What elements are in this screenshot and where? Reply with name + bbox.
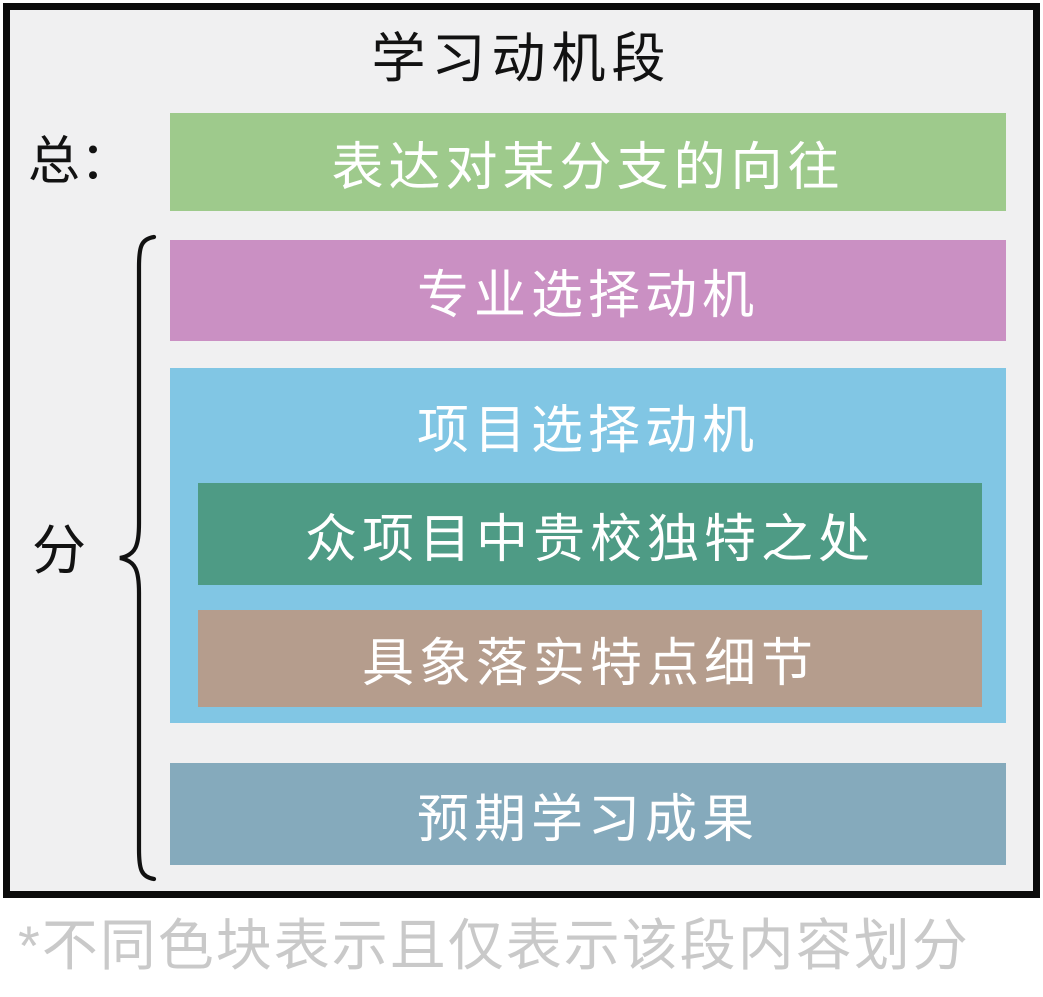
block-concrete-details: 具象落实特点细节 (198, 610, 982, 707)
block-program-motivation: 项目选择动机 众项目中贵校独特之处 具象落实特点细节 (170, 368, 1006, 723)
detail-label: 分 (32, 521, 86, 581)
general-label: 总： (28, 133, 133, 191)
block-school-uniqueness: 众项目中贵校独特之处 (198, 483, 982, 585)
block-major-motivation: 专业选择动机 (170, 240, 1006, 341)
footnote: *不同色块表示且仅表示该段内容划分 (18, 914, 970, 977)
diagram-title: 学习动机段 (371, 29, 672, 89)
block-overall-yearning: 表达对某分支的向往 (170, 113, 1006, 211)
curly-brace-icon (119, 234, 157, 882)
block-program-motivation-label: 项目选择动机 (416, 402, 759, 460)
block-expected-outcomes: 预期学习成果 (170, 763, 1006, 865)
